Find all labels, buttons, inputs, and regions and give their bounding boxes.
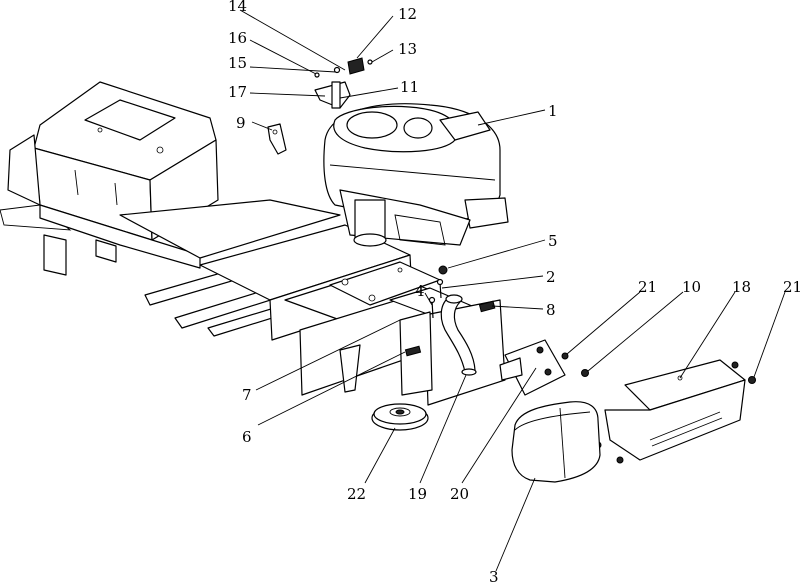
callout-11: 11	[400, 78, 419, 96]
callout-labels: 1 2 3 4 5 6 7 8 9 10 11 12 13 14 15 16 1…	[228, 0, 800, 584]
callout-3: 3	[489, 568, 499, 584]
callout-16: 16	[228, 29, 247, 47]
callout-13: 13	[398, 40, 417, 58]
heat-shield	[594, 359, 746, 464]
callout-20: 20	[450, 485, 469, 503]
leader-lines	[239, 9, 786, 572]
bolt-part-2	[436, 278, 444, 299]
callout-15: 15	[228, 54, 247, 72]
callout-14: 14	[228, 0, 247, 15]
bolt-part-21-right	[748, 376, 756, 384]
exhaust-pipe	[440, 294, 477, 376]
callout-21-right: 21	[783, 278, 800, 296]
muffler-bracket	[499, 339, 566, 396]
muffler	[511, 401, 601, 483]
nut-part-5	[438, 265, 448, 275]
callout-21-left: 21	[638, 278, 657, 296]
callout-6: 6	[242, 428, 252, 446]
bolt-part-10	[581, 369, 589, 377]
callout-12: 12	[398, 5, 417, 23]
callout-8: 8	[546, 301, 556, 319]
callout-4: 4	[415, 282, 425, 300]
callout-10: 10	[682, 278, 701, 296]
callout-19: 19	[408, 485, 427, 503]
callout-9: 9	[236, 114, 246, 132]
callout-2: 2	[546, 268, 556, 286]
callout-7: 7	[242, 386, 252, 404]
pulley	[371, 403, 429, 431]
engine	[323, 103, 509, 247]
callout-1: 1	[548, 102, 558, 120]
callout-18: 18	[732, 278, 751, 296]
bolt-part-21-left	[561, 352, 569, 360]
throttle-bracket-assembly	[314, 57, 373, 109]
callout-17: 17	[228, 83, 247, 101]
callout-5: 5	[548, 232, 558, 250]
bracket-part-9	[267, 123, 287, 155]
callout-22: 22	[347, 485, 366, 503]
